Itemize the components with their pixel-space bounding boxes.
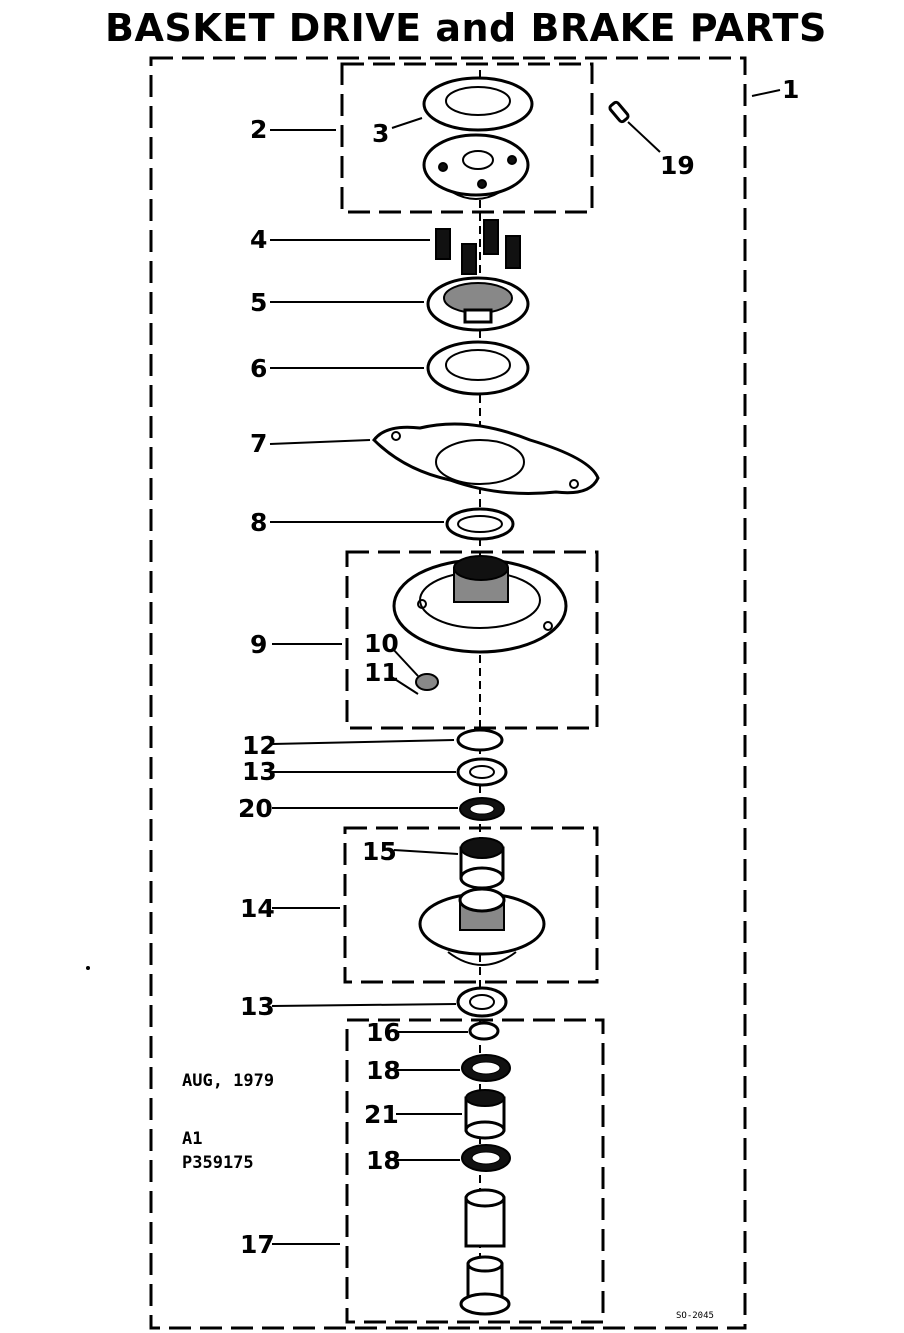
diagram-title: BASKET DRIVE and BRAKE PARTS	[105, 6, 827, 50]
bearing-part-18-lower	[461, 1144, 511, 1172]
callout-7: 7	[250, 429, 267, 458]
brake-disc-part-2	[422, 133, 530, 200]
washer-part-13-lower	[456, 986, 508, 1018]
leader-lines	[269, 89, 781, 1245]
callout-1: 1	[782, 75, 799, 104]
ring-part-6	[426, 340, 530, 396]
callout-19: 19	[660, 151, 695, 180]
mounting-plate-part-7	[372, 422, 600, 495]
nut-part-10	[415, 673, 439, 691]
washer-part-12	[456, 728, 504, 752]
snap-ring-part-8	[445, 507, 515, 541]
callout-18-upper: 18	[366, 1056, 401, 1085]
subassembly-box-14	[343, 826, 599, 984]
assembly-boundary	[149, 56, 747, 1330]
subassembly-box-9	[345, 550, 599, 730]
subassembly-box-17	[345, 1018, 605, 1324]
sleeve-part-21	[464, 1089, 506, 1140]
pulley-hub-part-14	[418, 887, 546, 966]
callout-11: 11	[364, 658, 399, 687]
callout-15: 15	[362, 837, 397, 866]
callout-4: 4	[250, 225, 267, 254]
springs-part-4	[435, 219, 521, 275]
note-revision: A1	[182, 1129, 202, 1149]
callout-16: 16	[366, 1018, 401, 1047]
pin-part-19	[608, 100, 630, 124]
callout-17: 17	[240, 1230, 275, 1259]
callout-12: 12	[242, 731, 277, 760]
ring-part-16	[468, 1021, 500, 1041]
stray-dot	[86, 966, 90, 970]
diagram-notes: AUG, 1979 A1 P359175 SO-2045	[182, 1071, 714, 1321]
retainer-part-5	[426, 276, 530, 332]
callout-14: 14	[240, 894, 275, 923]
callout-6: 6	[250, 354, 267, 383]
subassembly-box-2	[340, 62, 594, 214]
brake-housing-part-9	[392, 555, 568, 654]
shaft-part-17	[459, 1188, 511, 1316]
bearing-part-15	[459, 837, 505, 890]
callout-9: 9	[250, 630, 267, 659]
washer-part-13-upper	[456, 757, 508, 787]
callout-13-lower: 13	[240, 992, 275, 1021]
callout-3: 3	[372, 119, 389, 148]
callout-20: 20	[238, 794, 273, 823]
note-part-number: P359175	[182, 1153, 254, 1173]
bearing-part-18-upper	[461, 1054, 511, 1082]
callout-13-upper: 13	[242, 757, 277, 786]
callout-8: 8	[250, 508, 267, 537]
callout-21: 21	[364, 1100, 399, 1129]
washer-part-3	[422, 76, 534, 132]
seal-part-20	[459, 797, 505, 821]
callout-2: 2	[250, 115, 267, 144]
note-date: AUG, 1979	[182, 1071, 274, 1091]
callout-18-lower: 18	[366, 1146, 401, 1175]
callout-labels: 1 2 3 19 4 5 6 7 8 9 10 11 12 13 20 15 1…	[238, 75, 799, 1259]
note-drawing-code: SO-2045	[676, 1311, 714, 1321]
callout-5: 5	[250, 288, 267, 317]
callout-10: 10	[364, 629, 399, 658]
